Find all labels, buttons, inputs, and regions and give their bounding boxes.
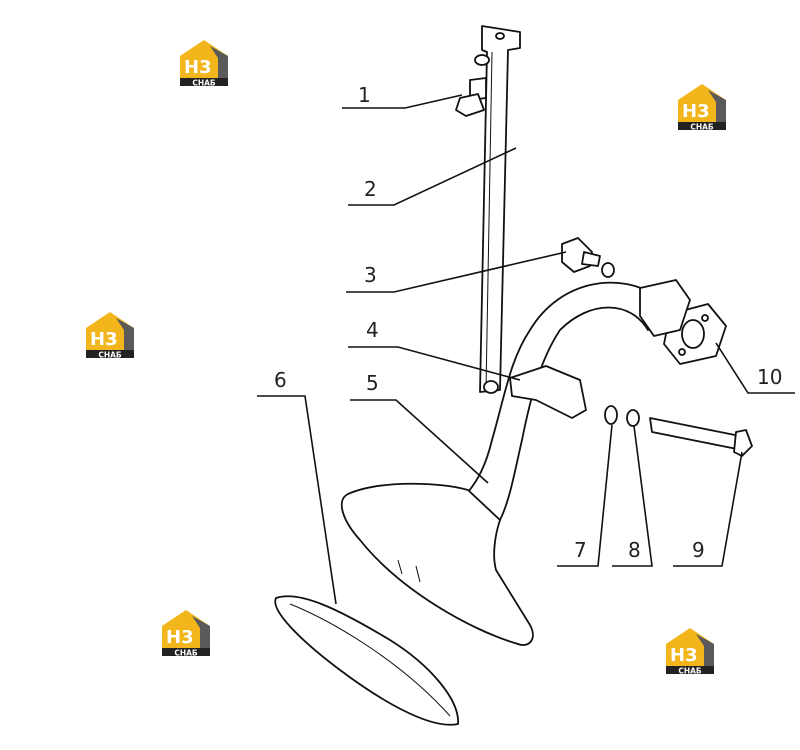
logo-sub-text: СНАБ <box>98 351 122 360</box>
callout-8: 8 <box>628 538 641 562</box>
part-oil-pickup-tube <box>340 279 691 646</box>
logo-main-text: H3 <box>90 329 118 350</box>
part-bolt-top <box>455 54 490 117</box>
part-strainer-disc <box>274 595 459 726</box>
logo-side-shape <box>696 634 714 666</box>
logo-main-text: H3 <box>184 57 212 78</box>
leader-lines <box>257 94 795 605</box>
logo-bar <box>162 648 210 656</box>
logo-side-shape <box>708 90 726 122</box>
part-bracket-strap <box>479 25 521 394</box>
part-bolt-middle <box>561 237 615 278</box>
logo-sub-text: СНАБ <box>690 123 714 132</box>
logo-sub-text: СНАБ <box>678 667 702 676</box>
callout-9: 9 <box>692 538 705 562</box>
logo-main-text: H3 <box>166 627 194 648</box>
callout-10: 10 <box>757 365 782 389</box>
logo-main-text: H3 <box>670 645 698 666</box>
logo-main-text: H3 <box>682 101 710 122</box>
logo-sub-text: СНАБ <box>192 79 216 88</box>
logo-side-shape <box>210 46 228 78</box>
logo-bar <box>678 122 726 130</box>
callout-6: 6 <box>274 368 287 392</box>
logo-side-shape <box>192 616 210 648</box>
logo-sub-text: СНАБ <box>174 649 198 658</box>
logo-bar <box>180 78 228 86</box>
callout-1: 1 <box>358 83 371 107</box>
logo-bar <box>666 666 714 674</box>
callout-3: 3 <box>364 263 377 287</box>
logo-bar <box>86 350 134 358</box>
callout-2: 2 <box>364 177 377 201</box>
part-washers-and-bolt <box>604 405 753 457</box>
logo-side-shape <box>116 318 134 350</box>
callout-labels: 1 2 3 4 5 6 7 8 9 10 <box>274 83 782 562</box>
callout-7: 7 <box>574 538 587 562</box>
callout-4: 4 <box>366 318 379 342</box>
callout-5: 5 <box>366 371 379 395</box>
